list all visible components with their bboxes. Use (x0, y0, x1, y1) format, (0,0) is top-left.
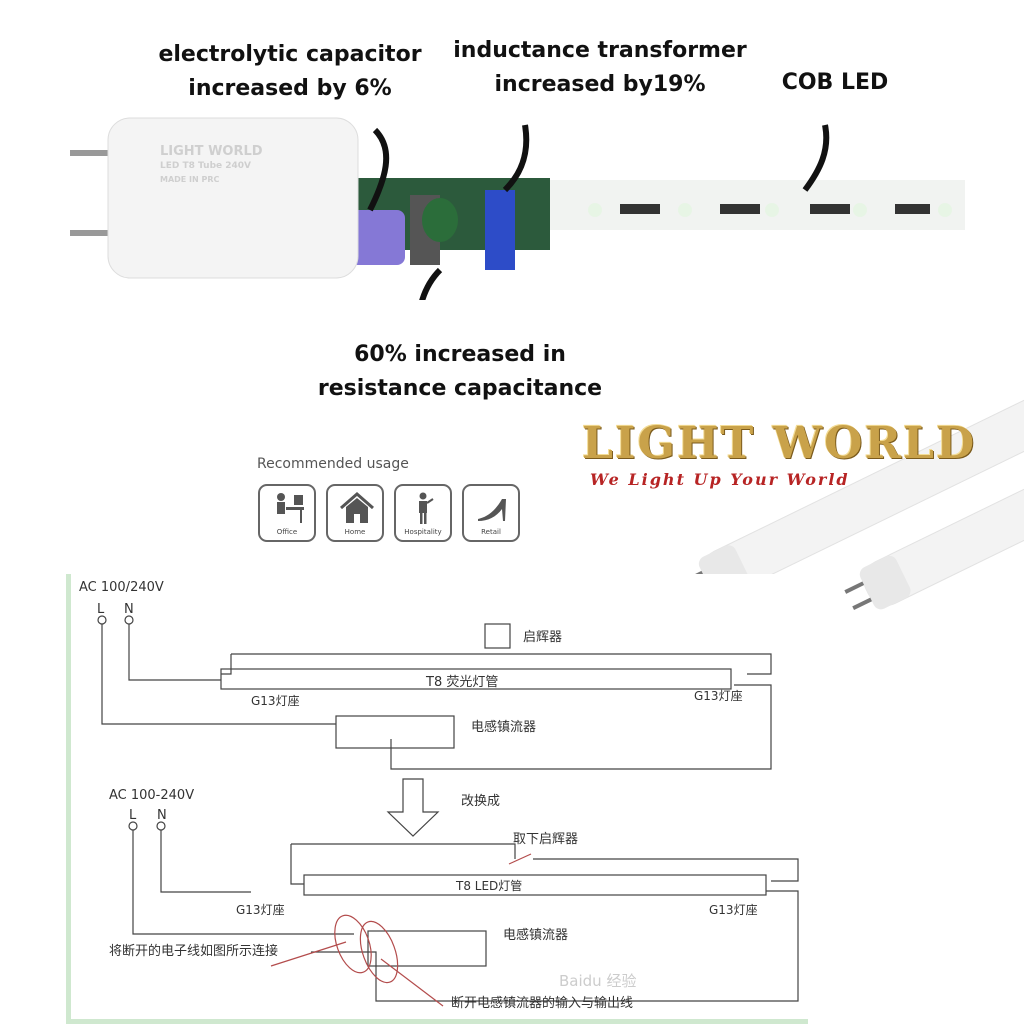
wiring-diagram: AC 100/240V L N 启辉器 T8 荧光灯管 G13灯座 G13灯座 … (66, 574, 808, 1024)
usage-home: Home (326, 484, 384, 542)
usage-office: Office (258, 484, 316, 542)
brand-logo: LIGHT WORLD (582, 418, 977, 469)
annotation-line: resistance capacitance (317, 376, 603, 401)
tube-cap-label: LIGHT WORLD LED T8 Tube 240V MADE IN PRC (160, 145, 263, 187)
ballast-box (367, 930, 487, 967)
ballast-label-bottom: 电感镇流器 (503, 928, 569, 943)
starter-box (484, 623, 511, 649)
arrow-label: 改换成 (461, 794, 501, 809)
usage-label: Office (276, 528, 298, 536)
transformer-annotation: inductance transformer increased by19% (445, 34, 755, 102)
usage-title: Recommended usage (257, 456, 409, 472)
remove-starter-label: 取下启辉器 (513, 832, 579, 847)
usage-hospitality: Hospitality (394, 484, 452, 542)
tube-label-bottom: T8 LED灯管 (456, 879, 523, 893)
live-label: L (97, 602, 105, 617)
supply-label-top: AC 100/240V (79, 580, 164, 595)
office-icon (277, 493, 304, 523)
connect-note: 将断开的电子线如图所示连接 (109, 944, 279, 959)
cob-annotation: COB LED (781, 70, 889, 95)
annotation-line: 60% increased in (354, 342, 566, 367)
watermark: Baidu 经验 (559, 972, 637, 990)
usage-label: Home (344, 528, 366, 536)
cap-model: LED T8 Tube 240V (160, 161, 252, 171)
brand-tagline: We Light Up Your World (590, 470, 850, 489)
usage-label: Retail (481, 528, 501, 536)
disconnect-note: 断开电感镇流器的输入与输出线 (451, 996, 634, 1011)
ballast-label-top: 电感镇流器 (471, 720, 537, 735)
neutral-label: N (124, 602, 134, 617)
ballast-box (335, 715, 455, 749)
socket-left-bottom: G13灯座 (236, 903, 285, 917)
starter-label: 启辉器 (523, 630, 563, 645)
supply-label-bottom: AC 100-240V (109, 788, 195, 803)
usage-retail: Retail (462, 484, 520, 542)
socket-right-top: G13灯座 (694, 689, 743, 703)
cap-brand: LIGHT WORLD (160, 144, 263, 159)
usage-label: Hospitality (404, 528, 442, 536)
annotation-line: inductance transformer (453, 38, 747, 63)
tube-label-top: T8 荧光灯管 (426, 675, 499, 690)
annotation-line: increased by 6% (188, 76, 392, 101)
tube-internals-photo (70, 117, 965, 300)
wiring-lines (97, 615, 799, 1007)
live-label: L (129, 808, 137, 823)
annotation-line: increased by19% (494, 72, 706, 97)
capacitor-annotation: electrolytic capacitor increased by 6% (140, 38, 440, 106)
resistance-annotation: 60% increased in resistance capacitance (310, 338, 610, 406)
socket-left-top: G13灯座 (251, 694, 300, 708)
home-icon (340, 492, 374, 523)
fluorescent-tube (220, 668, 732, 690)
annotation-line: electrolytic capacitor (158, 42, 422, 67)
hospitality-icon (419, 492, 434, 524)
retail-icon (478, 499, 506, 521)
led-tube (303, 874, 767, 896)
cap-origin: MADE IN PRC (160, 175, 220, 184)
socket-right-bottom: G13灯座 (709, 903, 758, 917)
neutral-label: N (157, 808, 167, 823)
